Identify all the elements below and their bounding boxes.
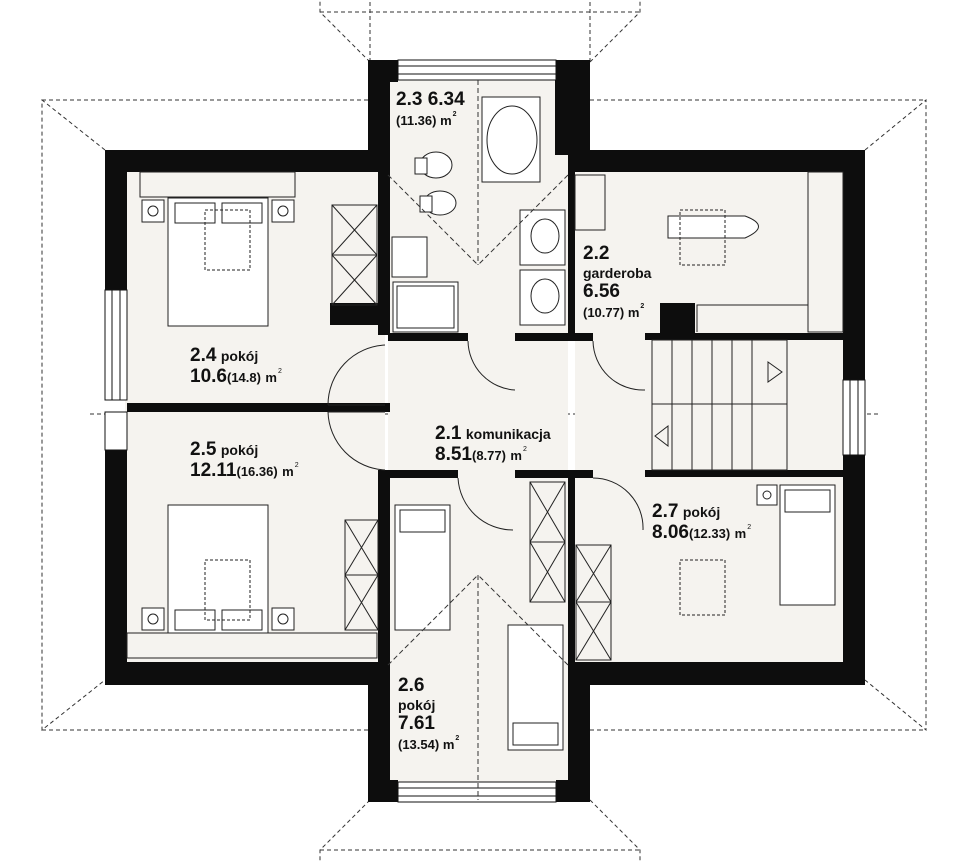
room-number: 2.2 [583, 243, 610, 264]
room-area-total: (14.8) [226, 369, 261, 385]
area-unit: m [627, 305, 640, 321]
fixtures [204, 96, 844, 621]
area-unit-exponent: 2 [455, 735, 460, 743]
room-area-total: (8.77) [471, 447, 506, 463]
room-name: pokój [398, 696, 436, 713]
room-area-total: (10.77) [583, 305, 625, 321]
area-unit-exponent: 2 [522, 445, 527, 453]
area-unit: m [265, 369, 277, 385]
area-unit-exponent: 2 [277, 367, 282, 375]
area-unit-exponent: 2 [747, 523, 752, 531]
room-2-7-label: 2.7 pokój 8.06(12.33) m2 [652, 501, 752, 544]
room-area: 12.11 [190, 459, 237, 481]
room-number: 2.6 [398, 675, 425, 696]
room-name: garderoba [583, 264, 652, 281]
room-name: pokój [220, 442, 259, 458]
room-number: 2.3 [396, 89, 423, 110]
area-unit: m [442, 737, 455, 753]
room-number: 2.7 [652, 501, 679, 522]
room-2-3-label: 2.3 6.34 (11.36) m2 [396, 89, 465, 129]
windows [104, 59, 866, 803]
room-2-5-label: 2.5 pokój 12.11(16.36) m2 [190, 439, 299, 482]
room-number: 2.5 [190, 439, 217, 460]
room-2-4-label: 2.4 pokój 10.6(14.8) m2 [190, 345, 282, 388]
room-2-2-label: 2.2 garderoba 6.56 (10.77) m2 [583, 243, 652, 322]
room-area: 8.06 [652, 521, 689, 543]
room-area: 6.56 [583, 281, 620, 303]
roof-ridges [387, 80, 569, 800]
room-area-total: (16.36) [236, 463, 278, 479]
area-unit: m [510, 447, 522, 463]
area-unit-exponent: 2 [640, 303, 645, 311]
room-area: 6.34 [427, 89, 465, 110]
room-area: 7.61 [398, 713, 435, 735]
area-unit: m [734, 525, 747, 541]
area-unit: m [282, 463, 294, 479]
area-unit-exponent: 2 [452, 110, 457, 118]
room-area-total: (13.54) [398, 737, 440, 753]
room-area-total: (11.36) [396, 112, 437, 128]
room-name: komunikacja [465, 426, 551, 442]
wardrobes [331, 204, 612, 661]
room-area: 8.51 [435, 443, 472, 465]
area-unit-exponent: 2 [294, 461, 299, 469]
doors [327, 340, 646, 531]
room-area-total: (12.33) [688, 525, 731, 541]
walls [105, 60, 865, 802]
room-2-6-label: 2.6 pokój 7.61 (13.54) m2 [398, 675, 460, 754]
room-name: pokój [682, 504, 721, 520]
room-number: 2.1 [435, 423, 462, 444]
room-name: pokój [220, 348, 259, 364]
room-2-1-label: 2.1 komunikacja 8.51(8.77) m2 [435, 423, 551, 466]
stairs [651, 339, 788, 471]
room-area: 10.6 [190, 365, 227, 387]
room-number: 2.4 [190, 345, 217, 366]
area-unit: m [440, 112, 452, 128]
